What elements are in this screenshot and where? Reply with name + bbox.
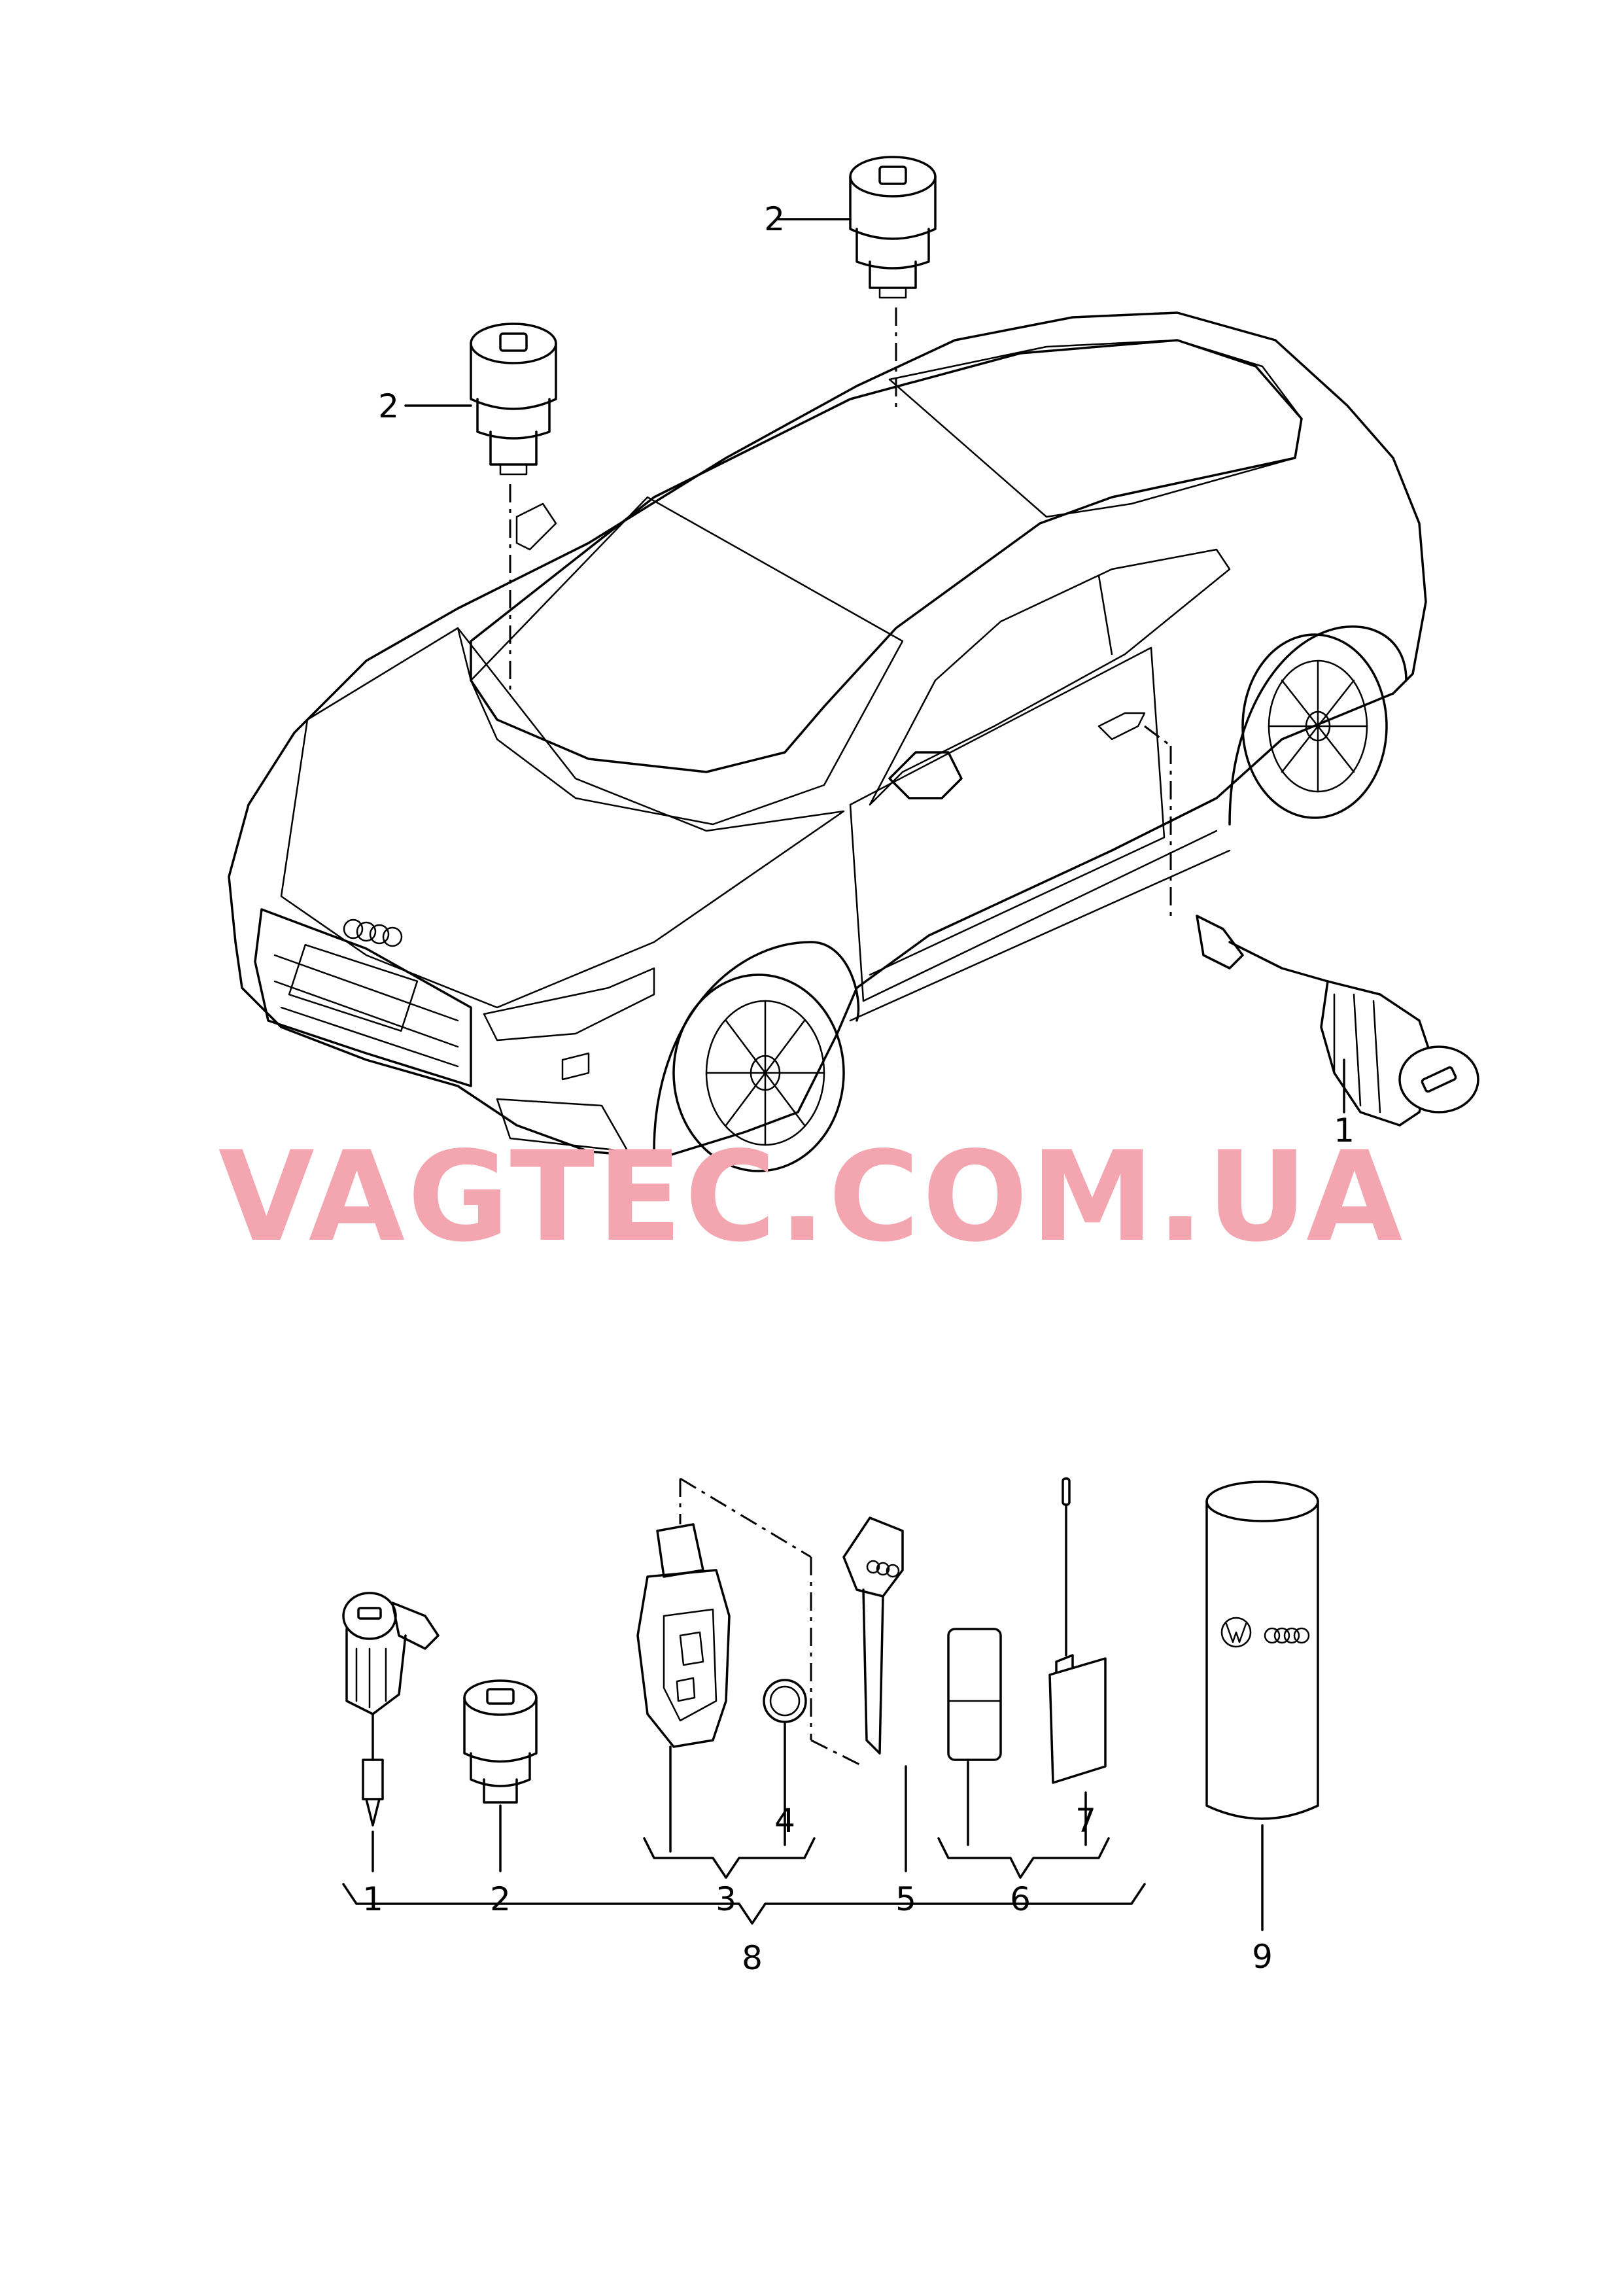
brand-vw-logo-icon <box>1220 1617 1252 1648</box>
lock-cylinder-upper <box>849 156 937 299</box>
watermark: VAGTEC.COM.UA <box>218 1125 1406 1269</box>
lock-cylinder-left <box>470 323 557 476</box>
part-6-key-card <box>947 1628 1002 1846</box>
car-illustration <box>228 311 1427 1172</box>
callout-6: 6 <box>1010 1880 1031 1918</box>
door-lock-assembly <box>1196 915 1479 1127</box>
callout-3: 3 <box>716 1880 736 1918</box>
callout-4: 4 <box>774 1802 795 1840</box>
callout-7: 7 <box>1075 1802 1096 1840</box>
part-3-remote-key <box>636 1523 731 1853</box>
callout-8: 8 <box>742 1939 763 1977</box>
callout-5: 5 <box>895 1880 916 1918</box>
rear-wheel <box>1241 633 1388 819</box>
part-2-lock-cylinder <box>463 1679 538 1872</box>
callout-1-door-lock: 1 <box>1334 1112 1355 1149</box>
part-5-emergency-key <box>842 1516 907 1872</box>
part-1-lock-cylinder-driver <box>342 1592 440 1872</box>
part-7-key-tag <box>1048 1477 1107 1846</box>
part-4-battery <box>763 1679 807 1846</box>
front-wheel <box>672 973 845 1172</box>
callout-9: 9 <box>1252 1938 1273 1976</box>
callout-2: 2 <box>490 1880 511 1918</box>
callout-2-upper: 2 <box>764 200 785 238</box>
car-logo-rings-icon <box>343 919 403 947</box>
callout-2-left: 2 <box>378 387 399 425</box>
callout-1: 1 <box>362 1880 383 1918</box>
brand-audi-rings-icon <box>1264 1627 1310 1644</box>
part-9-touch-up-tube <box>1205 1480 1319 1931</box>
